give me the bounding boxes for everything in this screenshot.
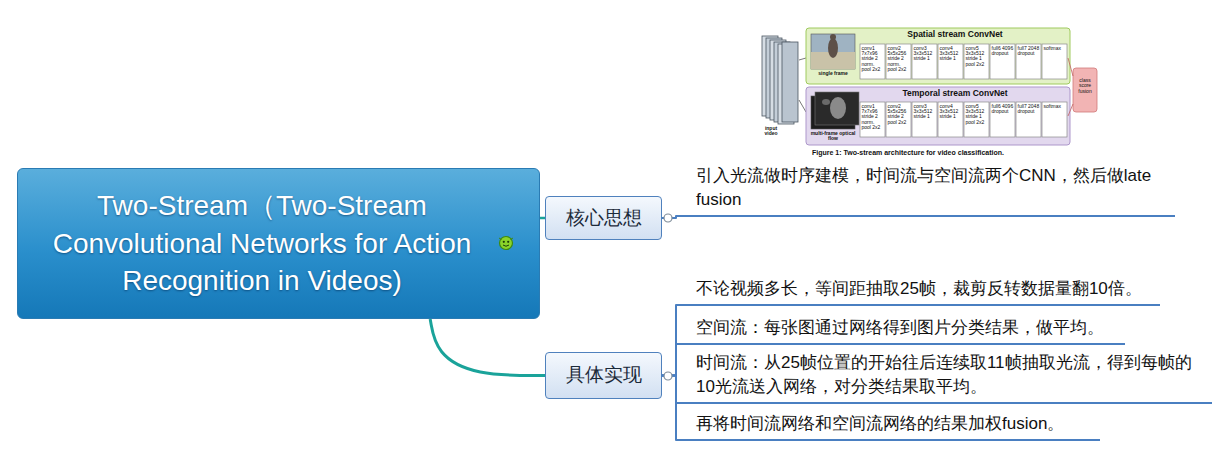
layer-cell <box>964 44 989 79</box>
flow-blob <box>830 97 846 119</box>
figure-label: input video <box>758 126 784 137</box>
connector <box>662 305 680 376</box>
fusion-box <box>1073 68 1097 112</box>
layer-cell <box>990 102 1015 137</box>
layer-cell <box>886 102 911 137</box>
layer-cell-text: conv1 7x7x96 stride 2 norm. pool 2x2 <box>862 104 884 131</box>
layer-cell-text: conv4 3x3x512 stride 1 <box>940 104 962 120</box>
icon-mouth <box>503 245 509 246</box>
layer-cell <box>860 102 885 137</box>
figure-label: class score fusion <box>1074 78 1096 94</box>
connector <box>430 319 545 376</box>
layer-cell <box>886 44 911 79</box>
fusion-arrow <box>1068 104 1073 116</box>
layer-cell <box>1016 102 1041 137</box>
layer-cell-text: conv1 7x7x96 stride 2 norm. pool 2x2 <box>862 46 884 73</box>
icon-face <box>500 237 513 250</box>
layer-cell-text: full6 4096 dropout <box>992 46 1014 57</box>
icon-eye <box>507 241 509 243</box>
layer-cell <box>938 44 963 79</box>
layer-cell-text: conv2 5x5x256 stride 2 norm. pool 2x2 <box>888 46 910 73</box>
branch-dot <box>664 214 672 222</box>
flow-photo <box>815 92 859 125</box>
temporal-stream-band <box>806 87 1070 145</box>
central-topic: Two-Stream（Two-Stream Convolutional Netw… <box>17 168 540 319</box>
input-video-stack <box>762 36 806 124</box>
connector <box>662 344 680 376</box>
fusion-arrow <box>1068 58 1073 76</box>
layer-cell <box>964 102 989 137</box>
layer-cell-text: conv4 3x3x512 stride 1 <box>940 46 962 62</box>
figure-label: Temporal stream ConvNet <box>870 89 1040 98</box>
frame-photo <box>811 34 855 69</box>
connector <box>662 376 680 441</box>
input-arrow <box>799 100 806 112</box>
flow-blob <box>822 99 830 105</box>
layer-cell-text: full6 4096 dropout <box>992 104 1014 115</box>
topic-text: 具体实现 <box>566 364 642 387</box>
layer-cell-text: full7 2048 dropout <box>1018 46 1040 57</box>
layer-cell-text: softmax <box>1044 46 1066 51</box>
single-frame-image <box>811 34 855 69</box>
subtopic: 空间流：每张图通过网络得到图片分类结果，做平均。 <box>680 314 1125 345</box>
layer-cell <box>912 102 937 137</box>
icon-antenna <box>511 238 514 240</box>
layer-cell-text: conv5 3x3x512 stride 1 pool 2x2 <box>966 104 988 126</box>
layer-cell <box>912 44 937 79</box>
branch-dot <box>664 372 672 380</box>
main-topic: 具体实现 <box>545 352 662 399</box>
figure-label: single frame <box>810 71 856 76</box>
layer-cell-text: conv3 3x3x512 stride 1 <box>914 104 936 120</box>
layer-cell-text: full7 2048 dropout <box>1018 104 1040 115</box>
icon-eye <box>503 241 505 243</box>
figure-label: Spatial stream ConvNet <box>870 30 1040 39</box>
layer-cell-text: softmax <box>1044 104 1066 109</box>
icon-antenna <box>499 238 502 240</box>
video-frame <box>782 42 798 122</box>
topic-text: 不论视频多长，等间距抽取25帧，裁剪反转数据量翻10倍。 <box>696 277 1156 301</box>
layer-cell <box>990 44 1015 79</box>
figure-label: Figure 1: Two-stream architecture for vi… <box>812 149 1072 157</box>
topic-icon <box>498 235 514 251</box>
temporal-layer-cells <box>860 102 1067 137</box>
layer-cell <box>860 44 885 79</box>
topic-text: 空间流：每张图通过网络得到图片分类结果，做平均。 <box>696 316 1121 340</box>
topic-text: 再将时间流网络和空间流网络的结果加权fusion。 <box>696 412 1096 436</box>
person-head <box>830 34 836 40</box>
layer-cell-text: conv3 3x3x512 stride 1 <box>914 46 936 62</box>
topic-text: 核心思想 <box>566 207 642 230</box>
spatial-stream-band <box>806 28 1070 84</box>
layer-cell-text: conv5 3x3x512 stride 1 pool 2x2 <box>966 46 988 68</box>
layer-cell <box>1042 102 1067 137</box>
layer-cell <box>1016 44 1041 79</box>
optical-flow-image <box>811 92 859 129</box>
layer-cell <box>1042 44 1067 79</box>
subtopic: 再将时间流网络和空间流网络的结果加权fusion。 <box>680 410 1100 441</box>
layer-cell-text: conv2 5x5x256 stride 2 pool 2x2 <box>888 104 910 126</box>
spatial-layer-cells <box>860 44 1067 79</box>
main-topic: 核心思想 <box>545 196 662 240</box>
topic-text: Two-Stream（Two-Stream Convolutional Netw… <box>43 187 481 300</box>
figure-label: multi-frame optical flow <box>808 131 858 142</box>
input-arrow <box>799 58 806 60</box>
connector <box>662 376 680 404</box>
subtopic: 不论视频多长，等间距抽取25帧，裁剪反转数据量翻10倍。 <box>680 275 1160 306</box>
layer-cell <box>938 102 963 137</box>
subtopic: 时间流：从25帧位置的开始往后连续取11帧抽取光流，得到每帧的10光流送入网络，… <box>680 349 1212 404</box>
topic-text: 时间流：从25帧位置的开始往后连续取11帧抽取光流，得到每帧的10光流送入网络，… <box>696 351 1208 399</box>
subtopic: 引入光流做时序建模，时间流与空间流两个CNN，然后做late fusion <box>680 162 1175 217</box>
topic-text: 引入光流做时序建模，时间流与空间流两个CNN，然后做late fusion <box>696 164 1171 212</box>
person-figure <box>828 38 838 58</box>
